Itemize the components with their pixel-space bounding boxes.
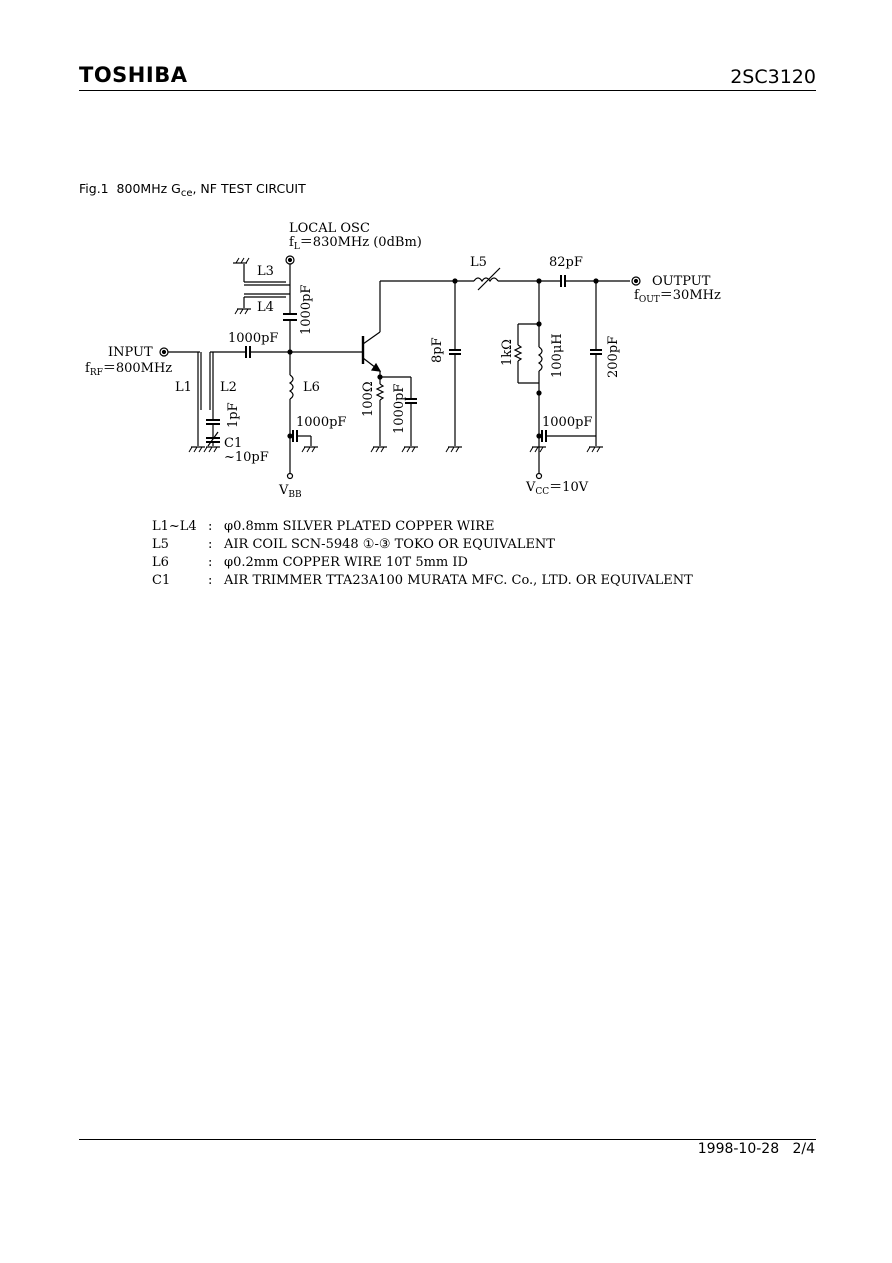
local-osc-freq: fL＝830MHz (0dBm) bbox=[289, 235, 422, 252]
input-cap-label: 1000pF bbox=[228, 331, 278, 346]
emitter-cap-label: 1000pF bbox=[392, 384, 407, 434]
local-osc-label: LOCAL OSC bbox=[289, 221, 370, 236]
l3-label: L3 bbox=[257, 264, 274, 279]
header-rule bbox=[79, 90, 816, 91]
note-row: C1:AIR TRIMMER TTA23A100 MURATA MFC. Co.… bbox=[152, 573, 693, 588]
note-row: L1~L4:φ0.8mm SILVER PLATED COPPER WIRE bbox=[152, 519, 495, 534]
part-number: 2SC3120 bbox=[730, 66, 816, 88]
ground-icon bbox=[445, 446, 463, 453]
vbb-label: VBB bbox=[278, 483, 302, 500]
footer-rule bbox=[79, 1139, 816, 1140]
cap-8pf-label: 8pF bbox=[430, 337, 445, 363]
ground-icon bbox=[232, 257, 250, 264]
l6-label: L6 bbox=[303, 380, 320, 395]
output-label: OUTPUT bbox=[652, 274, 711, 289]
ground-icon bbox=[586, 446, 604, 453]
cap-200pf-label: 200pF bbox=[606, 336, 621, 378]
ground-icon bbox=[203, 446, 221, 453]
note-row: L6:φ0.2mm COPPER WIRE 10T 5mm ID bbox=[152, 555, 468, 570]
ground-icon bbox=[370, 446, 388, 453]
input-freq: fRF＝800MHz bbox=[85, 361, 172, 378]
c1-range: ~10pF bbox=[224, 450, 269, 465]
ground-icon bbox=[234, 308, 252, 315]
ground-icon bbox=[529, 446, 547, 453]
vcc-cap-label: 1000pF bbox=[542, 415, 592, 430]
figure-caption: Fig.1 800MHz Gce, NF TEST CIRCUIT bbox=[79, 181, 306, 199]
emitter-resistor-label: 100Ω bbox=[361, 381, 376, 417]
vbb-cap-label: 1000pF bbox=[296, 415, 346, 430]
cap-82pf-label: 82pF bbox=[549, 255, 583, 270]
company-logo: TOSHIBA bbox=[79, 63, 188, 87]
osc-cap-label: 1000pF bbox=[299, 285, 314, 335]
ground-icon bbox=[188, 446, 206, 453]
l4-label: L4 bbox=[257, 300, 274, 315]
l5-label: L5 bbox=[470, 255, 487, 270]
l2-label: L2 bbox=[220, 380, 237, 395]
test-circuit-schematic: LOCAL OSC fL＝830MHz (0dBm) L3 L4 1000pF … bbox=[85, 221, 721, 500]
resistor-1k-label: 1kΩ bbox=[500, 339, 515, 366]
ground-icon bbox=[301, 446, 319, 453]
footer-date-page: 1998-10-28 2/4 bbox=[697, 1141, 815, 1157]
cap-1pf-label: 1pF bbox=[226, 402, 241, 428]
inductor-100uh-label: 100μH bbox=[550, 333, 565, 378]
note-row: L5:AIR COIL SCN-5948 ①-③ TOKO OR EQUIVAL… bbox=[152, 537, 555, 552]
ground-icon bbox=[401, 446, 419, 453]
l1-label: L1 bbox=[175, 380, 192, 395]
c1-label: C1 bbox=[224, 436, 242, 451]
input-label: INPUT bbox=[108, 345, 153, 360]
output-freq: fOUT＝30MHz bbox=[634, 288, 721, 305]
component-notes: L1~L4:φ0.8mm SILVER PLATED COPPER WIRE L… bbox=[152, 518, 693, 590]
vcc-label: VCC＝10V bbox=[525, 480, 589, 497]
